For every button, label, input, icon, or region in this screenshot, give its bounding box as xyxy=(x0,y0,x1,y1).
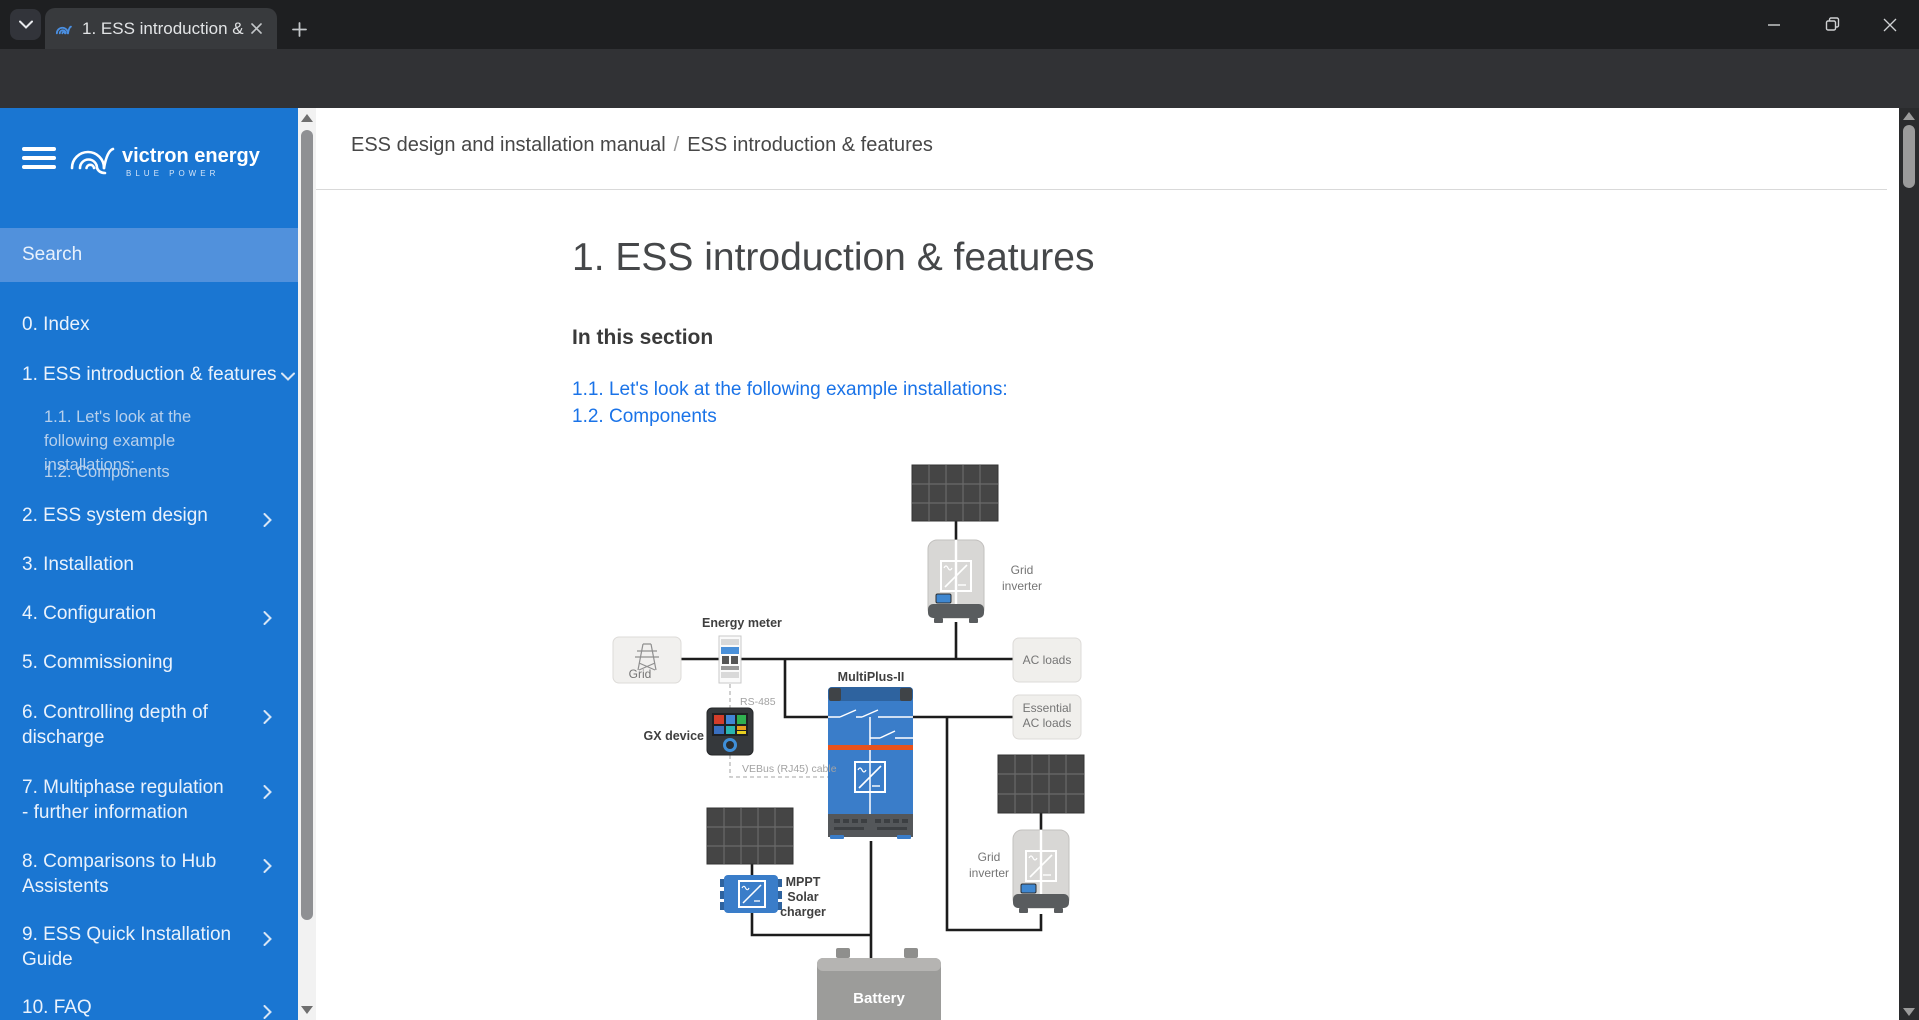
tab-search-button[interactable] xyxy=(10,9,41,40)
solar-panel-top xyxy=(911,464,999,522)
svg-text:Energy meter: Energy meter xyxy=(702,616,782,630)
scroll-up-arrow-icon[interactable] xyxy=(301,114,313,122)
chevron-right-icon xyxy=(263,855,272,880)
page-title: 1. ESS introduction & features xyxy=(572,236,1095,279)
svg-text:Grid: Grid xyxy=(1011,563,1034,577)
sidebar-item-ess-introduction[interactable]: 1. ESS introduction & features xyxy=(0,362,298,388)
new-tab-button[interactable] xyxy=(286,16,312,42)
sidebar-item-multiphase-regulation[interactable]: 7. Multiphase regulation - further infor… xyxy=(0,775,298,825)
scroll-up-arrow-icon[interactable] xyxy=(1903,112,1915,120)
sidebar-item-depth-of-discharge[interactable]: 6. Controlling depth of discharge xyxy=(0,700,298,750)
window-controls xyxy=(1745,0,1919,49)
toc-links: 1.1. Let's look at the following example… xyxy=(572,376,1008,430)
sidebar-item-configuration[interactable]: 4. Configuration xyxy=(0,601,298,626)
ess-system-diagram-image: Grid inverter Energy meter Grid xyxy=(612,464,1085,1020)
sidebar-scrollbar-thumb[interactable] xyxy=(301,130,313,920)
svg-text:MultiPlus-II: MultiPlus-II xyxy=(838,670,905,684)
chevron-down-icon xyxy=(18,20,33,29)
sidebar-item-hub-assistents[interactable]: 8. Comparisons to Hub Assistents xyxy=(0,849,298,899)
chevron-right-icon xyxy=(263,706,272,731)
breadcrumb: ESS design and installation manual / ESS i… xyxy=(351,134,933,157)
svg-text:AC loads: AC loads xyxy=(1023,716,1072,730)
mppt-solar-charger xyxy=(720,875,782,913)
sidebar-scrollbar xyxy=(298,108,316,1020)
tab-title: 1. ESS introduction & features xyxy=(82,18,245,38)
search-input[interactable]: Search xyxy=(0,228,298,282)
sidebar-item-system-design[interactable]: 2. ESS system design xyxy=(0,503,298,528)
scroll-down-arrow-icon[interactable] xyxy=(301,1006,313,1014)
chevron-right-icon xyxy=(263,1001,272,1020)
close-window-button[interactable] xyxy=(1861,0,1919,49)
sidebar-item-faq[interactable]: 10. FAQ xyxy=(0,995,298,1020)
svg-text:Essential: Essential xyxy=(1023,701,1072,715)
victron-favicon-icon xyxy=(55,25,72,35)
sidebar-item-quick-installation-guide[interactable]: 9. ESS Quick Installation Guide xyxy=(0,922,298,972)
svg-text:inverter: inverter xyxy=(1002,579,1042,593)
tab-close-icon[interactable] xyxy=(245,18,267,40)
svg-text:Solar: Solar xyxy=(787,890,818,904)
chevron-right-icon xyxy=(263,928,272,953)
breadcrumb-separator: / xyxy=(673,134,680,156)
svg-text:RS-485: RS-485 xyxy=(740,696,776,708)
sidebar-item-installation[interactable]: 3. Installation xyxy=(22,554,134,575)
minimize-button[interactable] xyxy=(1745,0,1803,49)
sidebar-item-components[interactable]: 1.2. Components xyxy=(44,463,170,481)
battery: Battery xyxy=(817,948,941,1020)
svg-text:Grid: Grid xyxy=(978,850,1001,864)
sidebar-item-commissioning[interactable]: 5. Commissioning xyxy=(22,652,173,673)
energy-meter-device xyxy=(718,635,742,684)
chevron-right-icon xyxy=(263,781,272,806)
svg-text:VEBus (RJ45) cable: VEBus (RJ45) cable xyxy=(742,763,837,775)
main-content: ESS design and installation manual / ESS i… xyxy=(316,108,1899,1020)
section-heading: In this section xyxy=(572,326,714,349)
solar-panel-left xyxy=(706,807,794,865)
essential-ac-loads-box: Essential AC loads xyxy=(1012,694,1082,740)
sidebar-item-example-installations[interactable]: 1.1. Let's look at the following example… xyxy=(44,408,192,474)
logo-subtitle: BLUE POWER xyxy=(126,169,220,178)
breadcrumb-manual-link[interactable]: ESS design and installation manual xyxy=(351,134,666,156)
svg-text:Grid: Grid xyxy=(629,667,652,681)
svg-text:AC loads: AC loads xyxy=(1023,653,1072,667)
chevron-right-icon xyxy=(263,607,272,632)
solar-panel-right xyxy=(997,754,1085,814)
chevron-right-icon xyxy=(263,509,272,534)
toc-link-example-installations[interactable]: 1.1. Let's look at the following example… xyxy=(572,379,1008,400)
grid-inverter-top xyxy=(927,539,985,623)
tab-strip: 1. ESS introduction & features xyxy=(0,0,1919,49)
page-scrollbar-thumb[interactable] xyxy=(1903,125,1915,188)
menu-hamburger-icon[interactable] xyxy=(22,147,56,169)
chevron-down-icon xyxy=(280,363,295,388)
grid-inverter-right xyxy=(1012,829,1070,913)
svg-text:Battery: Battery xyxy=(853,990,905,1007)
scroll-down-arrow-icon[interactable] xyxy=(1903,1008,1915,1016)
browser-tab[interactable]: 1. ESS introduction & features xyxy=(45,8,277,49)
svg-text:GX device: GX device xyxy=(644,729,704,743)
gx-device xyxy=(706,707,754,756)
logo-title: victron energy xyxy=(122,145,260,167)
sidebar-item-index[interactable]: 0. Index xyxy=(22,314,90,335)
svg-text:charger: charger xyxy=(780,905,826,919)
search-label: Search xyxy=(22,244,83,265)
content-divider xyxy=(316,189,1887,190)
ac-loads-box: AC loads xyxy=(1012,637,1082,683)
restore-button[interactable] xyxy=(1803,0,1861,49)
breadcrumb-page-link[interactable]: ESS introduction & features xyxy=(687,134,933,156)
multiplus-inverter xyxy=(828,687,913,839)
grid-box: Grid xyxy=(612,636,682,684)
plus-icon xyxy=(291,21,307,37)
svg-text:inverter: inverter xyxy=(969,866,1009,880)
toc-link-components[interactable]: 1.2. Components xyxy=(572,406,717,427)
sidebar: victron energy BLUE POWER Search 0. Inde… xyxy=(0,108,298,1020)
svg-text:MPPT: MPPT xyxy=(786,875,821,889)
victron-swirl-icon xyxy=(70,147,115,175)
browser-toolbar: victronenergy.com/media/pg/Energy_Storag… xyxy=(0,49,1919,146)
page-scrollbar xyxy=(1899,108,1919,1020)
victron-logo: victron energy BLUE POWER xyxy=(68,134,260,181)
